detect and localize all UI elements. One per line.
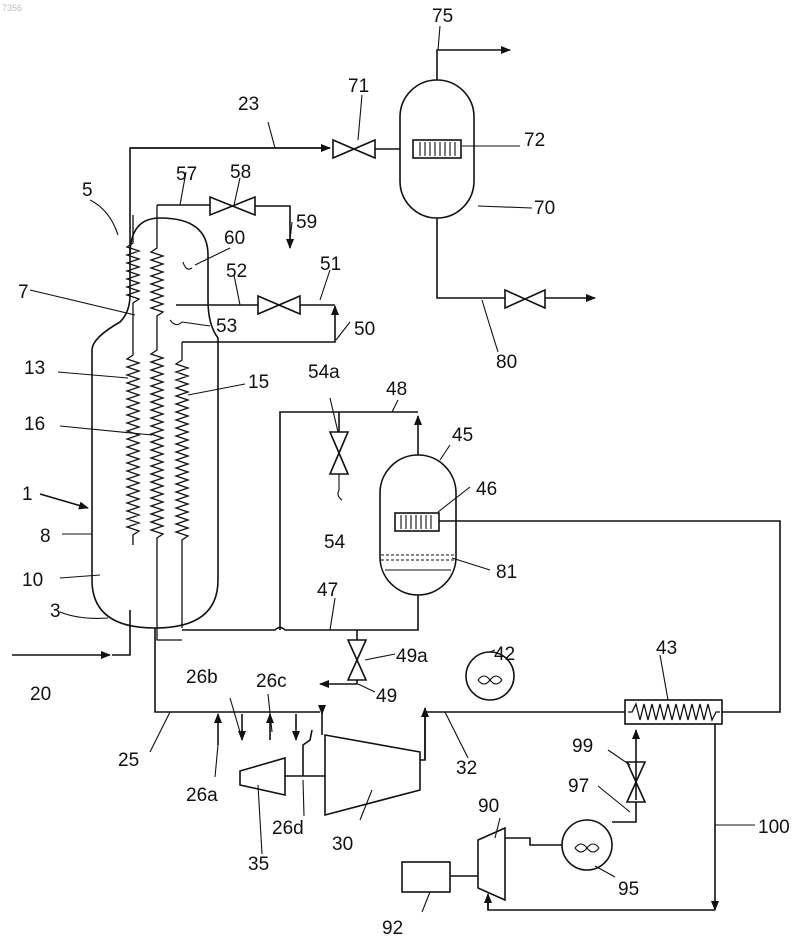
- label-3: 3: [50, 601, 61, 622]
- fan-icon: [562, 820, 612, 870]
- coil-13: [127, 215, 139, 545]
- nozzle-60: [183, 262, 192, 269]
- nozzle-53: [170, 320, 182, 325]
- label-26b: 26b: [186, 667, 218, 688]
- compressor-30: [325, 735, 420, 815]
- label-49: 49: [376, 686, 397, 707]
- label-16: 16: [24, 414, 45, 435]
- heat-exchanger-icon: [625, 700, 722, 724]
- label-80: 80: [496, 352, 517, 373]
- label-7: 7: [18, 282, 29, 303]
- label-71: 71: [348, 76, 369, 97]
- label-81: 81: [496, 562, 517, 583]
- label-32: 32: [456, 758, 477, 779]
- label-50: 50: [354, 319, 375, 340]
- label-13: 13: [24, 358, 45, 379]
- label-26c: 26c: [256, 671, 287, 692]
- label-97: 97: [568, 776, 589, 797]
- label-8: 8: [40, 526, 51, 547]
- coil-15: [176, 342, 188, 628]
- label-20: 20: [30, 684, 51, 705]
- label-46: 46: [476, 479, 497, 500]
- label-72: 72: [524, 130, 545, 151]
- valve-54a: [330, 432, 348, 474]
- column-vessel: [92, 218, 218, 628]
- label-5: 5: [82, 180, 93, 201]
- label-25: 25: [118, 750, 139, 771]
- vessel-70: [400, 80, 474, 218]
- reference-labels: 1 3 5 7 8 10 13 15 16 20 23 25 26a 26b 2…: [18, 6, 790, 939]
- label-1: 1: [22, 484, 33, 505]
- label-26d: 26d: [272, 818, 304, 839]
- watermark: 7356: [2, 3, 22, 13]
- label-99: 99: [572, 736, 593, 757]
- label-45: 45: [452, 425, 473, 446]
- label-49a: 49a: [396, 646, 428, 667]
- label-57: 57: [176, 164, 197, 185]
- label-95: 95: [618, 879, 639, 900]
- valve-58: [210, 197, 255, 215]
- valve-49a: [348, 640, 366, 680]
- valve-80: [505, 290, 545, 308]
- heater-icon: [413, 140, 461, 158]
- label-48: 48: [386, 379, 407, 400]
- coil-16: [151, 205, 182, 640]
- label-59: 59: [296, 212, 317, 233]
- label-100: 100: [758, 817, 790, 838]
- compressor-35: [240, 758, 285, 795]
- label-53: 53: [216, 316, 237, 337]
- label-54: 54: [324, 532, 346, 553]
- motor-92: [402, 862, 450, 892]
- compressor-90: [478, 828, 505, 900]
- leader-lines: [30, 26, 755, 912]
- label-54a: 54a: [308, 362, 340, 383]
- label-35: 35: [248, 854, 269, 875]
- label-51: 51: [320, 254, 341, 275]
- label-58: 58: [230, 162, 251, 183]
- label-15: 15: [248, 372, 269, 393]
- label-43: 43: [656, 638, 677, 659]
- label-52: 52: [226, 261, 247, 282]
- vessel-45: [380, 455, 456, 595]
- label-70: 70: [534, 198, 555, 219]
- label-60: 60: [224, 228, 245, 249]
- label-23: 23: [238, 94, 259, 115]
- valve-51: [258, 296, 300, 314]
- label-92: 92: [382, 918, 403, 939]
- heater-icon: [395, 513, 439, 531]
- valve-71: [333, 140, 375, 158]
- label-90: 90: [478, 796, 499, 817]
- label-30: 30: [332, 834, 353, 855]
- label-75: 75: [432, 6, 453, 27]
- label-47: 47: [317, 580, 338, 601]
- label-10: 10: [22, 570, 43, 591]
- label-42: 42: [494, 644, 515, 665]
- label-26a: 26a: [186, 785, 218, 806]
